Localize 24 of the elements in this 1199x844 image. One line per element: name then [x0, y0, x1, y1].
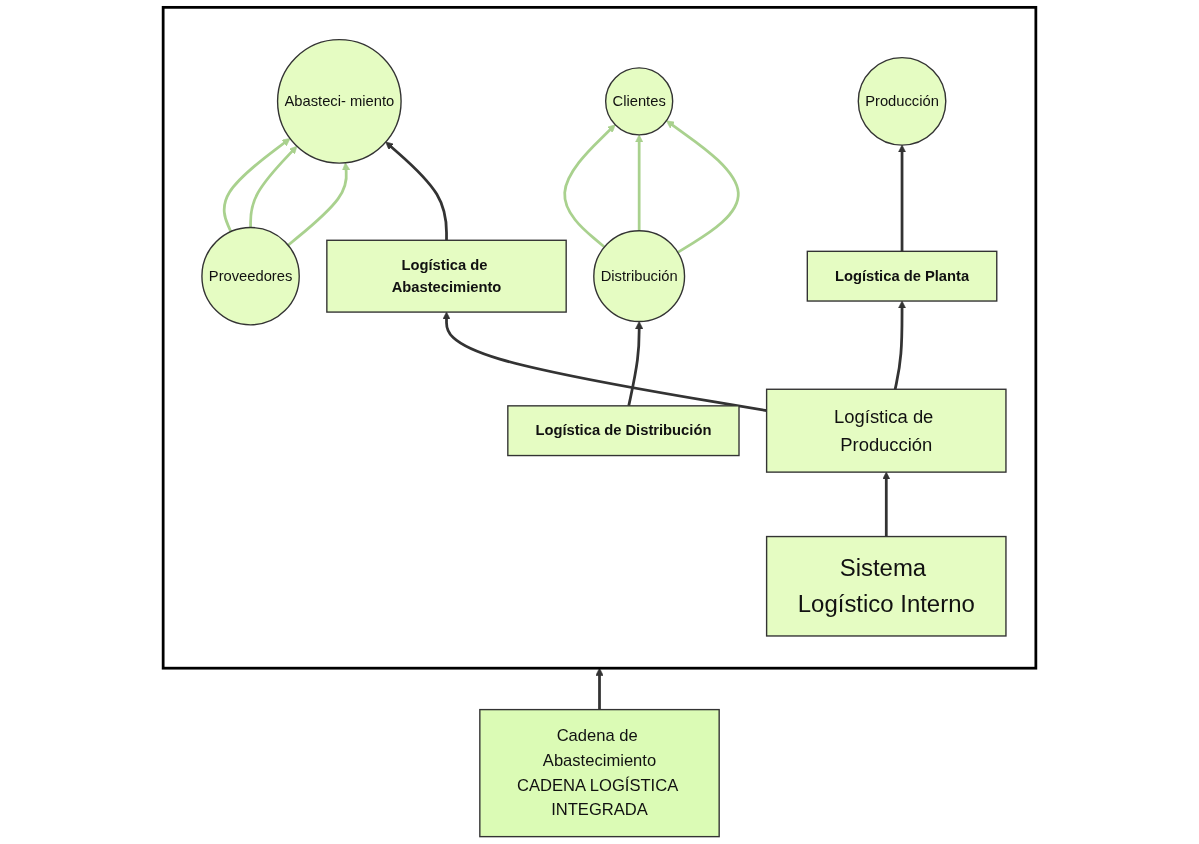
- node-circle: Clientes: [604, 67, 674, 136]
- arrow: [442, 311, 767, 413]
- arrow: [635, 134, 644, 231]
- arrow: [666, 120, 740, 254]
- arrow: [249, 145, 298, 228]
- node-box: Cadena de Abastecimiento CADENA LOGÍSTICA INTEGRADA: [479, 708, 720, 838]
- arrow: [893, 300, 907, 390]
- arrow: [563, 124, 616, 249]
- node-circle: Distribución: [593, 230, 686, 323]
- arrow: [385, 141, 448, 241]
- arrow: [222, 138, 291, 233]
- node-box: Logística de Distribución: [507, 405, 740, 457]
- arrow: [287, 162, 351, 247]
- node-box: Logística de Producción: [765, 388, 1007, 473]
- node-circle: Producción: [857, 56, 947, 146]
- node-circle: Abasteci- miento: [276, 38, 402, 164]
- node-box: Sistema Logístico Interno: [765, 535, 1007, 637]
- arrow: [882, 471, 891, 537]
- node-box: Logística de Abastecimiento: [326, 239, 567, 313]
- node-circle: Proveedores: [201, 226, 300, 326]
- node-box: Logística de Planta: [806, 250, 998, 302]
- arrow: [627, 321, 644, 407]
- arrow: [898, 144, 907, 252]
- cluster: [161, 6, 1038, 670]
